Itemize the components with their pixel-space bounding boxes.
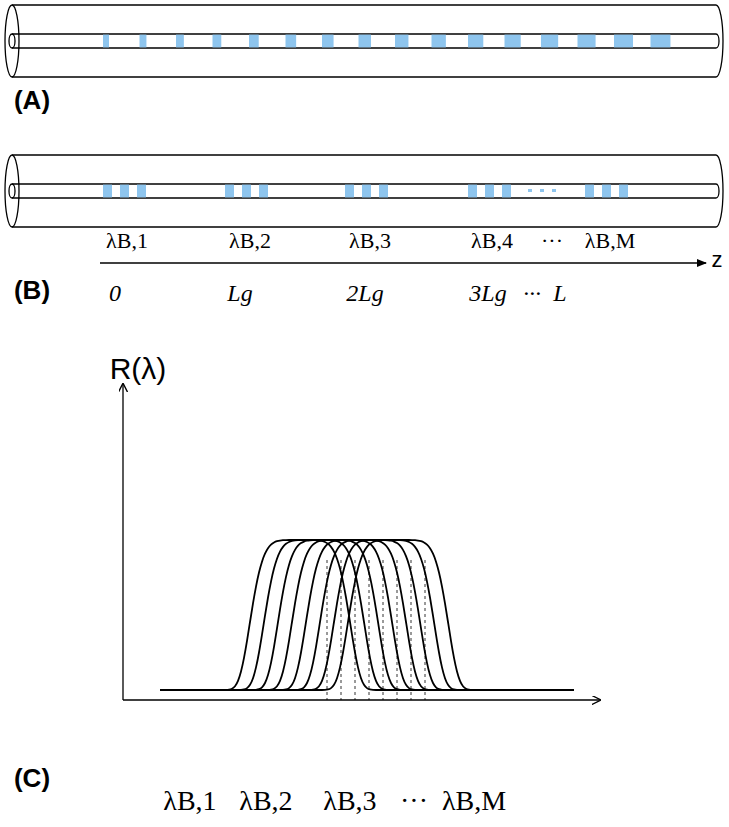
grating-period (502, 185, 511, 198)
reflection-curve (160, 540, 574, 690)
panel-label: (C) (14, 764, 50, 793)
bragg-wavelength: λB,M (585, 229, 635, 253)
ellipsis: ··· (400, 786, 428, 817)
position-tick: 0 (109, 280, 121, 306)
bragg-wavelength: λB,2 (229, 229, 271, 253)
reflection-curve (160, 540, 574, 690)
bragg-wavelength: λB,3 (349, 229, 391, 253)
grating-period (103, 185, 112, 198)
grating-dots (528, 189, 532, 192)
grating-array (103, 185, 628, 198)
z-axis (100, 262, 706, 264)
center-marker (383, 560, 384, 700)
grating-period (103, 35, 109, 48)
panel-label: (B) (14, 276, 50, 305)
grating-period (578, 35, 596, 48)
bragg-wavelength: λB,2 (239, 786, 292, 817)
reflection-spectra (160, 540, 574, 700)
reflection-curve (160, 540, 574, 690)
panel-label: (A) (14, 86, 50, 115)
reflection-curve (160, 540, 574, 690)
position-tick: L (553, 280, 566, 306)
grating-period (225, 185, 234, 198)
reflection-curve (160, 540, 574, 690)
bragg-wavelength: λB,4 (471, 229, 513, 253)
reflection-curve (160, 540, 574, 690)
grating-period (541, 35, 558, 48)
axis-name: R(λ) (110, 352, 167, 385)
reflection-curve (160, 540, 574, 690)
ellipsis: ··· (541, 229, 563, 253)
x-axis (123, 699, 600, 700)
grating-period (137, 185, 146, 198)
grating-dots (540, 189, 544, 192)
grating-period (468, 35, 483, 48)
grating-period (249, 35, 259, 48)
grating-period (395, 35, 408, 48)
grating-period (242, 185, 251, 198)
optical-fiber (5, 5, 723, 77)
grating-period (651, 35, 671, 48)
chirped-grating (103, 35, 670, 48)
grating-period (602, 185, 611, 198)
grating-period (345, 185, 354, 198)
center-marker (327, 560, 328, 700)
grating-period (379, 185, 388, 198)
grating-period (176, 35, 184, 48)
center-marker (341, 560, 342, 700)
ellipsis: ··· (523, 280, 541, 306)
bragg-wavelength: λB,3 (323, 786, 376, 817)
grating-dots (552, 189, 556, 192)
grating-period (468, 185, 477, 198)
grating-period (322, 35, 334, 48)
bragg-wavelength: λB,1 (106, 229, 148, 253)
optical-fiber (5, 155, 723, 227)
grating-period (286, 35, 297, 48)
grating-period (585, 185, 594, 198)
bragg-wavelength: λB,1 (163, 786, 216, 817)
grating-period (259, 185, 268, 198)
grating-period (362, 185, 371, 198)
grating-period (432, 35, 446, 48)
position-tick: Lg (227, 280, 252, 306)
grating-period (619, 185, 628, 198)
reflection-curve (160, 540, 574, 690)
center-marker (411, 560, 412, 700)
grating-period (485, 185, 494, 198)
center-marker (369, 560, 370, 700)
grating-period (120, 185, 129, 198)
center-marker (397, 560, 398, 700)
position-tick: 3Lg (469, 280, 506, 306)
center-marker (425, 560, 426, 700)
position-tick: 2Lg (346, 280, 383, 306)
bragg-wavelength: λB,M (442, 786, 506, 817)
grating-period (505, 35, 521, 48)
grating-period (614, 35, 633, 48)
grating-period (140, 35, 147, 48)
grating-period (213, 35, 222, 48)
axis-name: z (712, 248, 723, 272)
grating-period (359, 35, 372, 48)
y-axis (122, 384, 123, 700)
center-marker (355, 560, 356, 700)
